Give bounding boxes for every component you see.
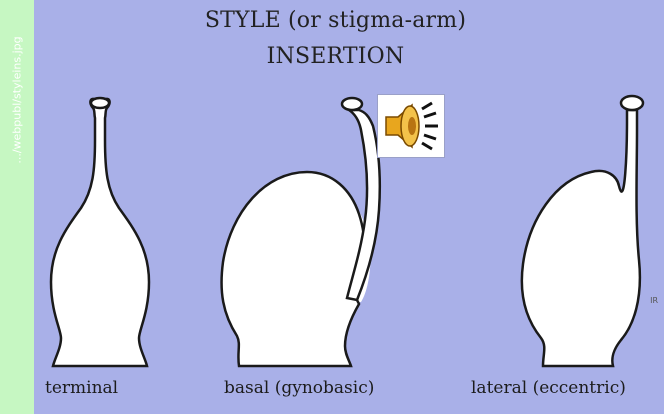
speaker-icon xyxy=(378,95,444,157)
caption-basal: basal (gynobasic) xyxy=(224,378,374,398)
diagram-panel: STYLE (or stigma-arm) INSERTION xyxy=(7,0,664,414)
basal-pistil-shape xyxy=(222,98,380,366)
audio-play-button[interactable] xyxy=(377,94,445,158)
pistil-diagrams xyxy=(7,0,664,414)
lateral-pistil-shape xyxy=(522,96,643,366)
caption-terminal: terminal xyxy=(45,378,118,398)
terminal-pistil-shape xyxy=(51,98,149,366)
corner-marker: IR xyxy=(650,296,658,305)
caption-lateral: lateral (eccentric) xyxy=(471,378,626,398)
